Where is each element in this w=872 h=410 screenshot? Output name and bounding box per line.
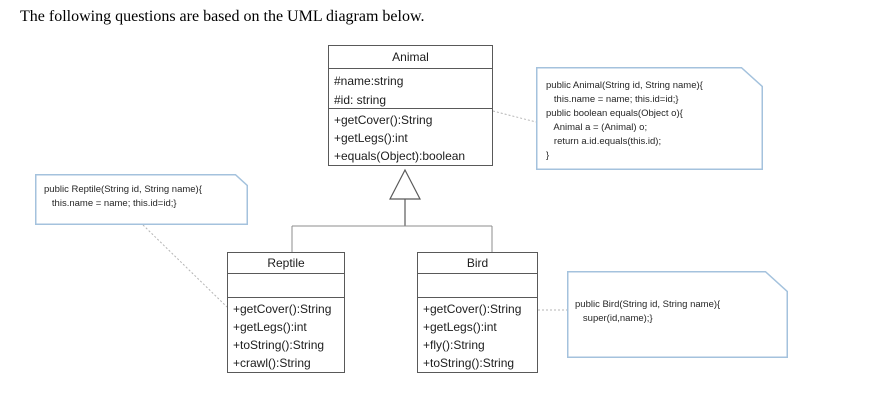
class-method: +getCover():String: [233, 302, 332, 316]
note-outline: [567, 271, 788, 358]
class-method: +toString():String: [233, 338, 325, 352]
class-reptile-fields: [228, 274, 344, 298]
note-anchor-reptile: [142, 224, 228, 308]
note-anchor-animal: [492, 110, 537, 123]
code-line: public boolean equals(Object o){: [546, 108, 683, 119]
page-title: The following questions are based on the…: [20, 8, 425, 25]
code-line: return a.id.equals(this.id);: [546, 136, 662, 147]
class-bird-methods: +getCover():String +getLegs():int +fly()…: [418, 298, 537, 372]
class-method: +getLegs():int: [334, 131, 408, 145]
note-animal-code: public Animal(String id, String name){ t…: [536, 67, 763, 170]
generalization-arrow: [389, 168, 421, 200]
code-line: }: [546, 150, 550, 161]
class-reptile-methods: +getCover():String +getLegs():int +toStr…: [228, 298, 344, 372]
code-line: public Bird(String id, String name){: [575, 299, 721, 310]
class-method: +getCover():String: [334, 113, 433, 127]
class-bird: Bird +getCover():String +getLegs():int +…: [417, 252, 538, 373]
class-bird-fields: [418, 274, 537, 298]
class-animal: Animal #name:string #id: string +getCove…: [328, 45, 493, 166]
code-line: this.name = name; this.id=id;}: [44, 198, 177, 209]
class-animal-name: Animal: [329, 46, 492, 69]
code-line: this.name = name; this.id=id;}: [546, 94, 679, 105]
class-method: +getCover():String: [423, 302, 522, 316]
class-method: +fly():String: [423, 338, 485, 352]
class-method: +getLegs():int: [423, 320, 497, 334]
class-bird-name: Bird: [418, 253, 537, 274]
code-line: public Reptile(String id, String name){: [44, 184, 202, 195]
class-field: #name:string: [334, 74, 404, 88]
note-outline: [35, 174, 248, 225]
class-method: +toString():String: [423, 356, 515, 370]
code-line: super(id,name);}: [575, 313, 653, 324]
class-method: +crawl():String: [233, 356, 311, 370]
class-animal-fields: #name:string #id: string: [329, 69, 492, 109]
class-animal-methods: +getCover():String +getLegs():int +equal…: [329, 109, 492, 165]
code-line: public Animal(String id, String name){: [546, 80, 703, 91]
note-reptile-code: public Reptile(String id, String name){ …: [35, 174, 248, 225]
note-outline: [536, 67, 763, 170]
class-method: +equals(Object):boolean: [334, 149, 466, 163]
class-field: #id: string: [334, 93, 387, 107]
class-reptile-name: Reptile: [228, 253, 344, 274]
code-line: Animal a = (Animal) o;: [546, 122, 648, 133]
class-reptile: Reptile +getCover():String +getLegs():in…: [227, 252, 345, 373]
class-method: +getLegs():int: [233, 320, 307, 334]
note-bird-code: public Bird(String id, String name){ sup…: [567, 271, 788, 358]
